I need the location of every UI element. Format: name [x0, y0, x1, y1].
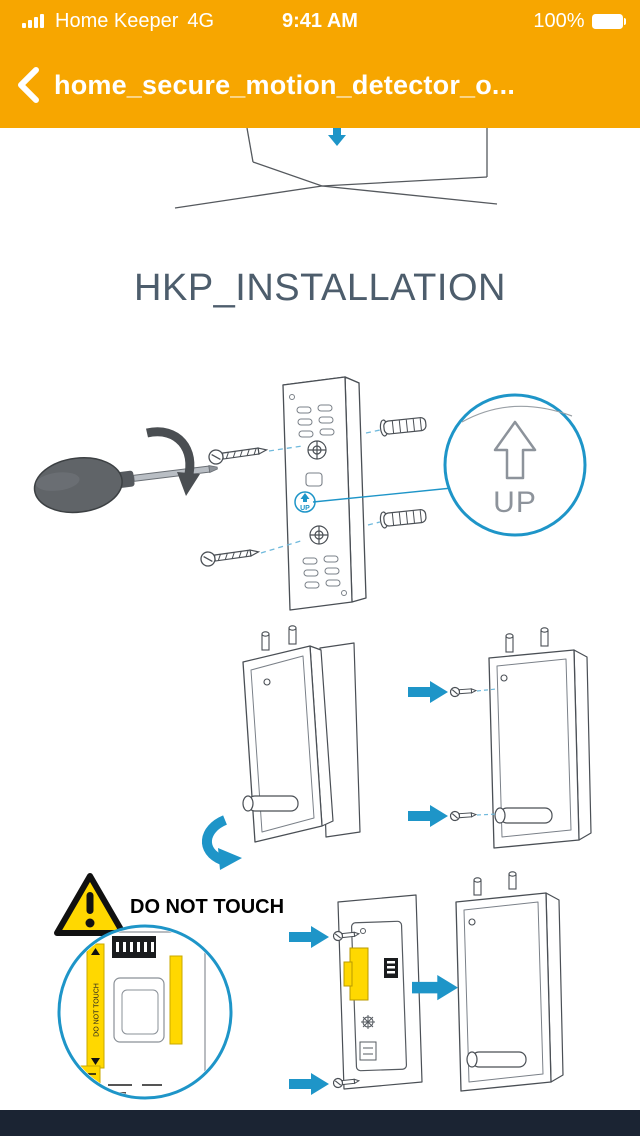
screw-hole-top [307, 440, 327, 460]
adjustment-dial [361, 1015, 375, 1029]
mounting-post [473, 871, 517, 896]
battery-percent-label: 100% [533, 9, 585, 32]
label-box [359, 1041, 377, 1061]
file-title: home_secure_motion_detector_o... [54, 69, 516, 100]
page-top-partial-diagram [174, 128, 498, 209]
board-callout: DO NOT TOUCH [57, 924, 233, 1100]
housing-upright [488, 627, 592, 849]
status-bar: Home Keeper 4G 9:41 AM 100% [0, 0, 640, 42]
do-not-touch-strip-right [169, 955, 183, 1045]
insert-arrow-top [289, 926, 329, 948]
status-right-group: 100% [533, 10, 626, 33]
mounting-plate: UP [282, 376, 367, 611]
page-title: HKP_INSTALLATION [134, 266, 506, 309]
rotate-arrow [201, 815, 242, 870]
up-arrow-icon [493, 420, 537, 480]
down-arrow-icon [328, 128, 346, 146]
screw-bottom [199, 544, 261, 568]
carrier-label: Home Keeper [55, 9, 179, 32]
status-left-group: Home Keeper 4G [22, 10, 214, 33]
step2-illustration [201, 625, 592, 870]
wall-anchor-top [379, 415, 428, 437]
svg-text:UP: UP [493, 486, 537, 519]
screw-bottom [449, 809, 477, 822]
insert-arrow-top [408, 681, 448, 703]
screw-top [207, 442, 269, 466]
svg-text:UP: UP [300, 505, 310, 512]
do-not-touch-part [343, 947, 369, 1001]
screw-top [449, 685, 477, 698]
screw-hole-bottom [309, 525, 329, 545]
back-button[interactable] [8, 61, 48, 109]
step3-illustration: DO NOT TOUCH DO NOT TOUCH [54, 871, 564, 1100]
insert-arrow-bottom [289, 1073, 329, 1095]
tamper-cylinder [242, 795, 299, 812]
document-viewer[interactable]: HKP_INSTALLATION [0, 128, 640, 1110]
screwdriver [33, 457, 218, 514]
warning-label: DO NOT TOUCH [130, 896, 284, 918]
mounting-post [505, 627, 549, 653]
sensor-board-assembly [337, 894, 423, 1090]
housing-final [455, 871, 564, 1092]
tamper-cylinder [494, 807, 553, 824]
chevron-left-icon [18, 67, 39, 103]
do-not-touch-strip-left: DO NOT TOUCH [86, 943, 105, 1069]
rotation-arrow [146, 427, 200, 496]
step1-illustration: UP [33, 376, 587, 611]
insert-arrow-bottom [408, 805, 448, 827]
dip-switch-block [112, 936, 156, 958]
housing-tilted [242, 625, 361, 843]
up-callout: UP [312, 393, 587, 537]
cellular-signal-icon [22, 14, 44, 28]
battery-icon [591, 13, 626, 29]
network-type-label: 4G [187, 9, 215, 32]
mounting-post [261, 625, 297, 651]
up-marking: UP [294, 491, 316, 513]
tamper-cylinder [466, 1051, 527, 1068]
navigation-bar: home_secure_motion_detector_o... [0, 42, 640, 128]
warning-triangle-icon [54, 873, 126, 936]
wall-anchor-bottom [379, 507, 428, 529]
bottom-bar [0, 1110, 640, 1136]
svg-text:DO NOT TOUCH: DO NOT TOUCH [94, 983, 101, 1037]
dip-switch-small [384, 958, 398, 978]
